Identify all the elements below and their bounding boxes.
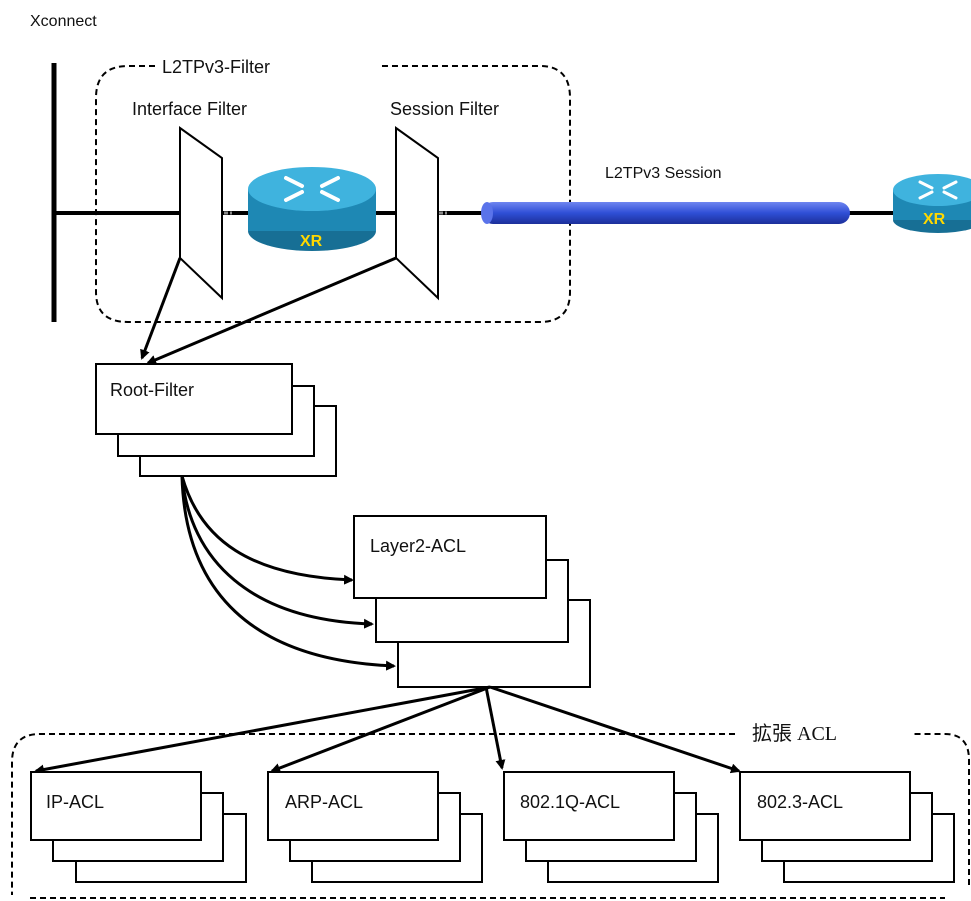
router-right-label: XR (923, 211, 946, 228)
xconnect-label: Xconnect (30, 13, 97, 30)
l2tpv3-session-tube (481, 202, 850, 224)
root-to-layer2-arrow-3 (180, 475, 396, 671)
root-to-layer2-arrow-1 (180, 475, 354, 585)
l2tpv3-session-label: L2TPv3 Session (605, 165, 722, 182)
l2tpv3-filter-label: L2TPv3-Filter (162, 57, 270, 77)
router-right-icon: XR (893, 174, 971, 233)
layer2-to-dot1q-arrow (484, 686, 506, 770)
dot3-acl-label: 802.3-ACL (757, 792, 843, 812)
router-left-icon: XR (248, 167, 376, 251)
extended-acl-label: 拡張 ACL (752, 722, 837, 745)
session-filter-label: Session Filter (390, 99, 499, 119)
dot3-acl-stack: 802.3-ACL (739, 771, 955, 883)
layer2-to-arp-arrow (270, 685, 491, 773)
dot1q-acl-label: 802.1Q-ACL (520, 792, 620, 812)
ip-acl-label: IP-ACL (46, 792, 104, 812)
layer2-to-ip-arrow (34, 685, 491, 775)
layer2-acl-label: Layer2-ACL (370, 536, 466, 556)
root-filter-label: Root-Filter (110, 380, 194, 400)
arp-acl-label: ARP-ACL (285, 792, 363, 812)
layer2-to-dot3-arrow (489, 685, 741, 774)
interface-filter-label: Interface Filter (132, 99, 247, 119)
dot1q-acl-stack: 802.1Q-ACL (503, 771, 719, 883)
interface-to-root-arrow (140, 257, 182, 360)
ip-acl-stack: IP-ACL (30, 771, 247, 883)
session-to-root-arrow (146, 256, 397, 365)
arp-acl-stack: ARP-ACL (267, 771, 483, 883)
layer2-acl-stack: Layer2-ACL (353, 515, 591, 688)
extended-acl-region: 拡張 ACL (11, 722, 970, 899)
session-filter-icon (395, 126, 439, 301)
interface-filter-icon (179, 126, 223, 301)
l2tpv3-filter-region: L2TPv3-Filter (95, 57, 571, 323)
root-to-layer2-arrow-2 (180, 475, 374, 629)
router-left-label: XR (300, 233, 323, 250)
root-filter-stack: Root-Filter (95, 363, 337, 477)
